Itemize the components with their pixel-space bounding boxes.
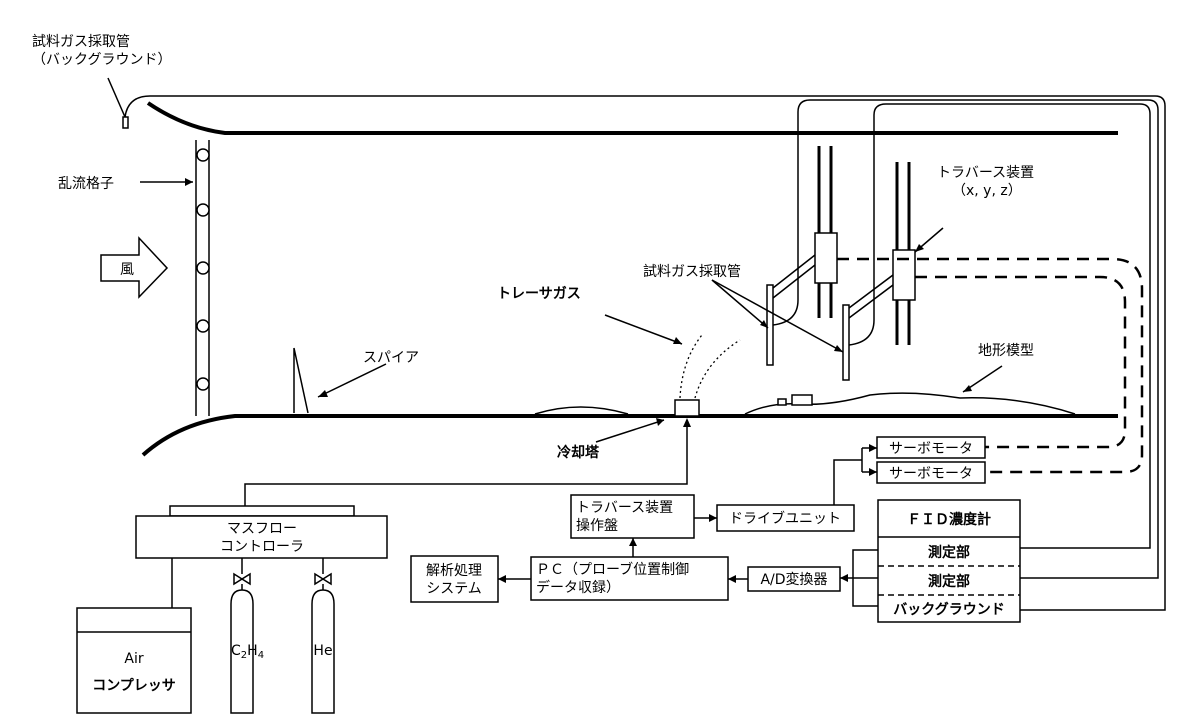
massflow-controller [135,515,388,559]
wind-arrow [100,236,169,299]
tunnel-upper-wall [146,101,1118,135]
label-spire: スパイア [363,350,419,366]
spire-leader [317,363,387,398]
traverse-panel-label-2: 操作盤 [576,518,618,534]
terrain-building-1 [777,398,787,406]
ad-converter [747,566,841,592]
label-wind: 風 [120,262,134,278]
fid-background: バックグラウンド [893,601,1004,618]
fid-measure-2: 測定部 [928,573,970,590]
analysis-label-1: 解析処理 [426,563,482,579]
ad-converter-label: A/D変換器 [760,571,827,588]
tube-probe2-to-fid [848,103,1151,549]
cylinder-c2h4 [230,558,254,714]
sample-probe-1 [766,254,816,366]
label-cooling-tower: 冷却塔 [557,444,600,461]
probe-leader-2 [711,279,844,353]
servo-motor-2-label: サーボモータ [889,466,973,482]
label-sample-tube: 試料ガス採取管 [643,264,741,280]
spire [293,347,309,414]
label-turbulence-grid: 乱流格子 [58,176,114,192]
background-sample-tube [107,77,129,129]
tube-background-to-fid [124,95,1166,611]
traverse-panel-label-1: トラバース装置 [576,500,673,516]
tracer-plume-right [694,339,741,399]
tube-probe1-to-fid [772,99,1159,579]
servo-cable-1 [837,257,1144,474]
massflow-label-1: マスフロー [227,521,297,537]
label-traverse-device: トラバース装置 [937,165,1034,181]
massflow-top-plate [169,505,355,517]
compressor-label-2: コンプレッサ [92,678,176,694]
tracer-plume-left [679,334,703,399]
probe-leader-1 [711,279,769,329]
drive-unit-label: ドライブユニット [729,510,841,527]
pc-box [530,556,729,601]
traverse-control-panel [570,494,695,539]
terrain-hill-left [534,406,629,415]
sample-probe-2 [842,274,894,381]
gas-line-to-cooling-tower [244,424,688,506]
cooling-tower-leader [595,419,665,443]
wind-tunnel [141,101,1118,457]
massflow-label-2: コントローラ [220,539,304,555]
servo-cable-2 [915,275,1127,449]
analysis-system [410,555,499,603]
cylinder-c2h4-label: C2H4 [231,643,264,661]
fid-measure-1: 測定部 [928,544,970,561]
fid-title: ＦＩＤ濃度計 [907,511,991,528]
analysis-label-2: システム [426,581,482,597]
fid-meter [877,499,1021,623]
cylinder-he [311,558,335,714]
label-sample-tube-background-2: （バックグラウンド） [32,52,171,68]
label-sample-tube-background-1: 試料ガス採取管 [32,34,130,50]
cylinder-he-label: He [313,643,332,659]
servo-feed [833,447,877,505]
pc-label-2: データ収録） [536,579,620,596]
tracer-leader [604,314,683,345]
traverse-device-left [814,146,838,318]
terrain-building-2 [791,394,813,406]
cooling-tower [674,399,700,417]
servo-motor-1-label: サーボモータ [889,441,973,457]
air-compressor [76,558,192,714]
drive-unit [716,504,855,532]
terrain-model [744,392,1076,415]
label-traverse-axes: （x, y, z） [952,183,1022,199]
pc-label-1: ＰＣ（プローブ位置制御 [536,561,689,578]
label-terrain-model: 地形模型 [978,343,1034,359]
compressor-label-1: Air [124,651,143,667]
traverse-device-right [892,162,916,345]
tunnel-floor [141,414,1118,457]
turbulence-grid [140,140,210,416]
label-tracer-gas: トレーサガス [497,286,581,302]
